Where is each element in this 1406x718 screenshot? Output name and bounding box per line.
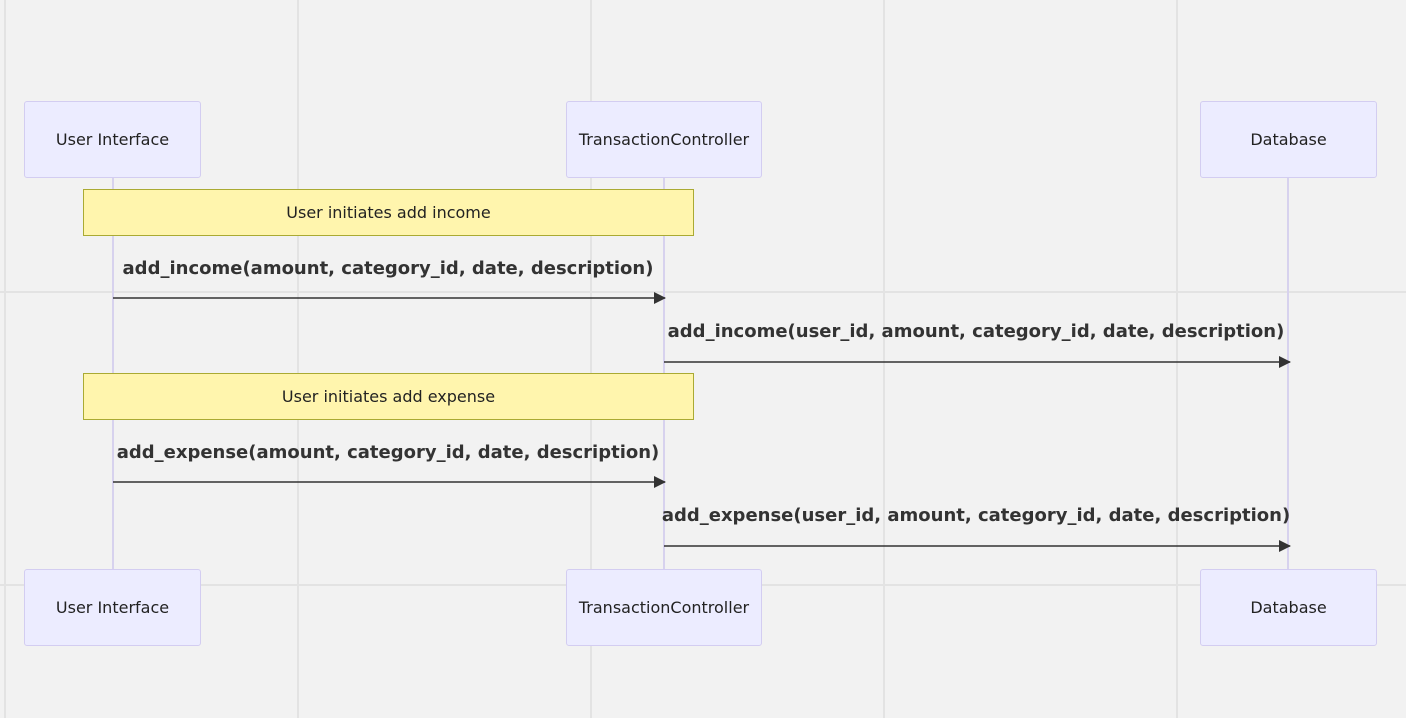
participant-database-bottom[interactable]: Database xyxy=(1200,569,1377,646)
lifeline-database xyxy=(1287,178,1289,570)
message-label-add-income-db: add_income(user_id, amount, category_id,… xyxy=(667,321,1285,342)
grid-line xyxy=(4,0,6,718)
note-add-income: User initiates add income xyxy=(83,189,694,236)
message-label-add-expense-db: add_expense(user_id, amount, category_id… xyxy=(661,505,1291,526)
message-label-add-expense-ui: add_expense(amount, category_id, date, d… xyxy=(116,442,660,463)
participant-user-interface-top[interactable]: User Interface xyxy=(24,101,201,178)
grid-line xyxy=(297,0,299,718)
grid-line xyxy=(0,291,1406,293)
grid-line xyxy=(590,0,592,718)
note-add-expense: User initiates add expense xyxy=(83,373,694,420)
participant-database-top[interactable]: Database xyxy=(1200,101,1377,178)
participant-transaction-controller-bottom[interactable]: TransactionController xyxy=(566,569,762,646)
grid-line xyxy=(1176,0,1178,718)
message-label-add-income-ui: add_income(amount, category_id, date, de… xyxy=(122,258,654,279)
participant-user-interface-bottom[interactable]: User Interface xyxy=(24,569,201,646)
participant-transaction-controller-top[interactable]: TransactionController xyxy=(566,101,762,178)
grid-line xyxy=(883,0,885,718)
